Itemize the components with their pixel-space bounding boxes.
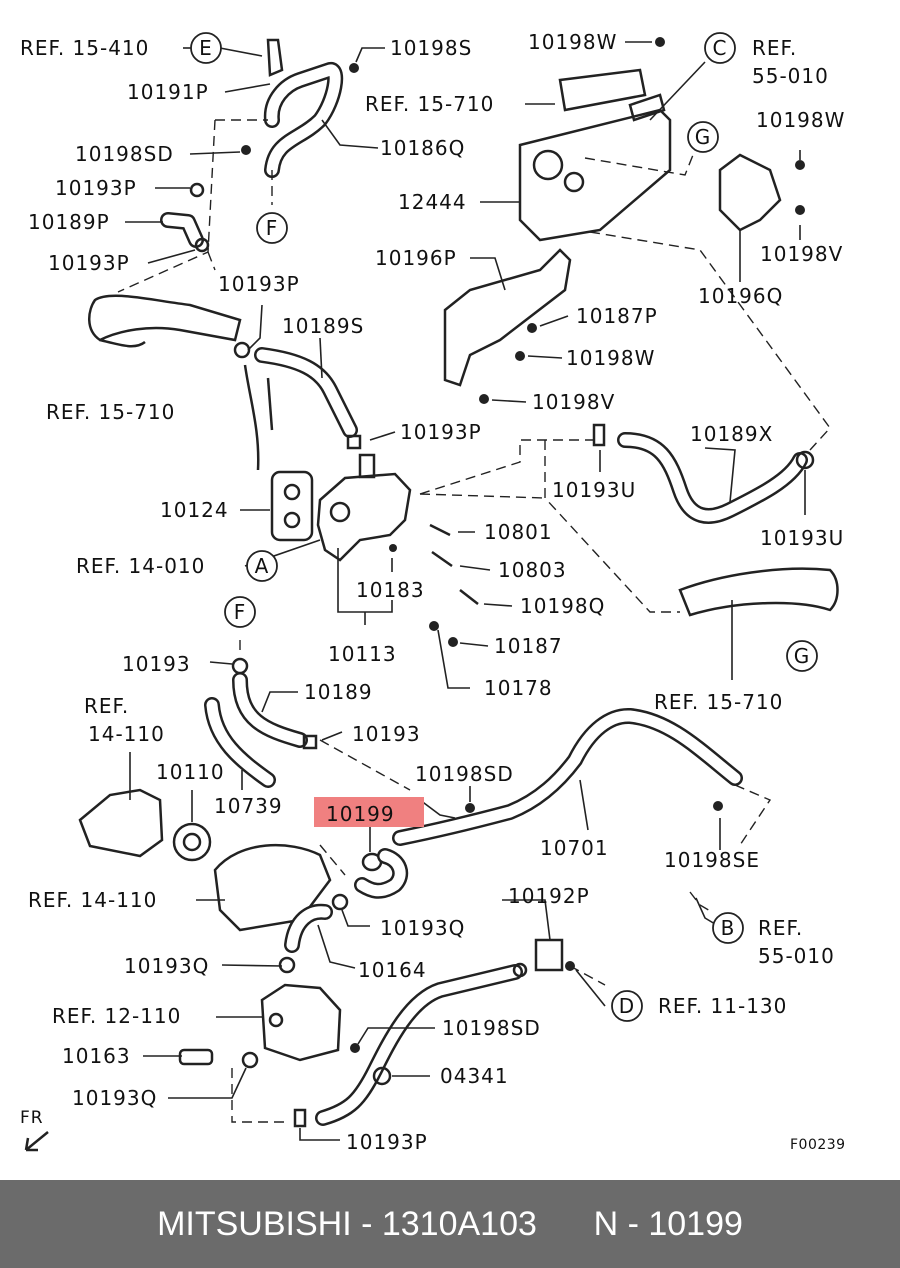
label-10178: 10178: [484, 676, 553, 700]
label-12444: 12444: [398, 190, 467, 214]
label-10187: 10187: [494, 634, 563, 658]
label-10193q-a: 10193Q: [380, 916, 465, 940]
label-ref-11-130: REF. 11-130: [658, 994, 787, 1018]
label-10193u-a: 10193U: [552, 478, 636, 502]
callout-c-letter: C: [713, 36, 728, 60]
label-figure-code: F00239: [790, 1137, 846, 1153]
label-10193q-b: 10193Q: [124, 954, 209, 978]
label-10198se: 10198SE: [664, 848, 760, 872]
callout-f-mid-letter: F: [234, 600, 247, 624]
label-ref-15-710-c: REF. 15-710: [654, 690, 783, 714]
label-10193q-c: 10193Q: [72, 1086, 157, 1110]
parts-diagram: E F C G A F G B D REF. 15-410 10191P 101…: [20, 30, 846, 1154]
label-10196p: 10196P: [375, 246, 457, 270]
label-10189x: 10189X: [690, 422, 773, 446]
part-highlight: [314, 797, 424, 827]
callout-c: C: [704, 32, 736, 64]
label-ref-15-710-a: REF. 15-710: [365, 92, 494, 116]
label-10198v-a: 10198V: [760, 242, 843, 266]
callout-a-letter: A: [255, 554, 270, 578]
label-10163: 10163: [62, 1044, 131, 1068]
label-ref-12-110: REF. 12-110: [52, 1004, 181, 1028]
label-10113: 10113: [328, 642, 397, 666]
label-10803: 10803: [498, 558, 567, 582]
callout-e-letter: E: [199, 36, 213, 60]
label-10193p-c: 10193P: [218, 272, 300, 296]
label-10187p: 10187P: [576, 304, 658, 328]
leader-lines: [125, 41, 806, 1141]
callout-f-mid: F: [224, 596, 256, 628]
part-drawings: [78, 37, 839, 1128]
front-arrow-icon: [24, 1131, 49, 1152]
label-10193p-d: 10193P: [400, 420, 482, 444]
label-10199: 10199: [326, 802, 395, 826]
label-10198w-b: 10198W: [756, 108, 845, 132]
label-14-110-a: 14-110: [88, 722, 165, 746]
label-10186q: 10186Q: [380, 136, 465, 160]
label-10183: 10183: [356, 578, 425, 602]
label-ref-14-010: REF. 14-010: [76, 554, 205, 578]
label-ref-14-110-a-ref: REF.: [84, 694, 129, 718]
label-10801: 10801: [484, 520, 553, 544]
footer-bar: MITSUBISHI - 1310A103 N - 10199: [0, 1180, 900, 1268]
label-10189s: 10189S: [282, 314, 364, 338]
callout-f-top: F: [256, 212, 288, 244]
label-ref-15-410: REF. 15-410: [20, 36, 149, 60]
label-fr: FR: [20, 1108, 44, 1128]
label-10196q: 10196Q: [698, 284, 783, 308]
callout-g-top: G: [687, 121, 719, 153]
callout-d: D: [611, 990, 643, 1022]
label-10192p: 10192P: [508, 884, 590, 908]
label-10193-a: 10193: [122, 652, 191, 676]
label-ref-15-710-b: REF. 15-710: [46, 400, 175, 424]
label-10193p-b: 10193P: [48, 251, 130, 275]
label-10189p: 10189P: [28, 210, 110, 234]
label-10198w-a: 10198W: [528, 30, 617, 54]
label-10198s: 10198S: [390, 36, 472, 60]
dashed-lines: [117, 119, 831, 1123]
callout-circles: E F C G A F G B D: [190, 32, 818, 1022]
label-10193u-b: 10193U: [760, 526, 844, 550]
label-55-010-b: 55-010: [758, 944, 835, 968]
footer-part-text: MITSUBISHI - 1310A103 N - 10199: [157, 1204, 743, 1243]
label-10110: 10110: [156, 760, 225, 784]
label-10164: 10164: [358, 958, 427, 982]
label-10701: 10701: [540, 836, 609, 860]
label-10193-b: 10193: [352, 722, 421, 746]
label-10198sd: 10198SD: [75, 142, 174, 166]
callout-g-right-letter: G: [794, 644, 811, 668]
label-04341: 04341: [440, 1064, 509, 1088]
label-10189: 10189: [304, 680, 373, 704]
callout-b: B: [712, 912, 744, 944]
label-10193p-e: 10193P: [346, 1130, 428, 1154]
label-ref-c: REF.: [752, 36, 797, 60]
label-10198v-b: 10198V: [532, 390, 615, 414]
callout-b-letter: B: [721, 916, 736, 940]
label-10198q: 10198Q: [520, 594, 605, 618]
label-10198w-c: 10198W: [566, 346, 655, 370]
part-labels: REF. 15-410 10191P 10198S 10186Q 10198SD…: [20, 30, 846, 1154]
label-10193p-a: 10193P: [55, 176, 137, 200]
callout-g-right: G: [786, 640, 818, 672]
callout-d-letter: D: [619, 994, 635, 1018]
label-55-010-c: 55-010: [752, 64, 829, 88]
callout-a: A: [246, 550, 278, 582]
label-10124: 10124: [160, 498, 229, 522]
label-10191p: 10191P: [127, 80, 209, 104]
label-10198sd-c: 10198SD: [442, 1016, 541, 1040]
label-ref-b: REF.: [758, 916, 803, 940]
label-ref-14-110-b: REF. 14-110: [28, 888, 157, 912]
callout-g-top-letter: G: [695, 125, 712, 149]
label-10198sd-b: 10198SD: [415, 762, 514, 786]
callout-f-top-letter: F: [266, 216, 279, 240]
label-10739: 10739: [214, 794, 283, 818]
callout-e: E: [190, 32, 222, 64]
